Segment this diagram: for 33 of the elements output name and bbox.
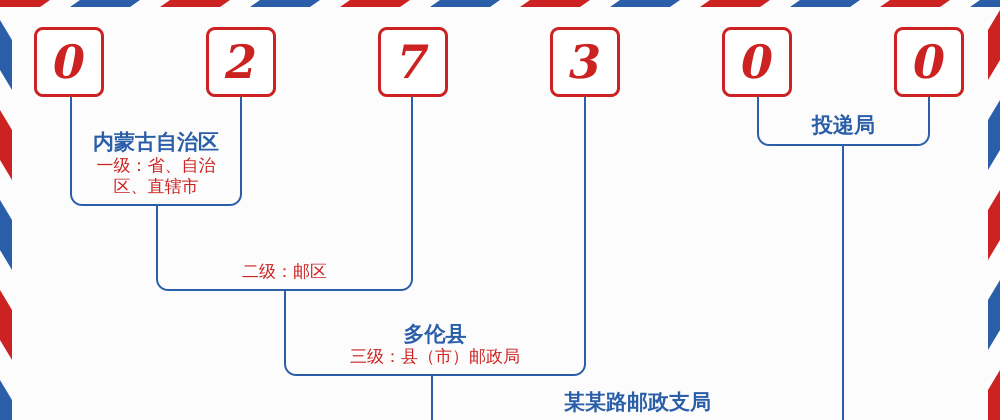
connector-line [70,97,72,110]
bracket-frame [757,105,930,146]
digit: 0 [740,39,773,85]
connector-line [156,206,158,245]
office-name: 某某路邮政支局 [564,389,711,416]
digit-box [34,27,104,97]
level-note: 二级：邮区 [242,262,327,283]
digit: 0 [912,39,945,85]
digit: 0 [52,39,85,85]
connector-line [411,97,413,245]
digit: 3 [568,39,601,85]
digit: 2 [224,39,257,85]
bracket-frame [70,110,242,206]
level-note: 三级：县（市）邮政局 [350,346,520,368]
bracket-frame [156,245,413,291]
connector-line [584,97,586,305]
digit-box [206,27,276,97]
digit-box [894,27,964,97]
office-name: 投递局 [812,112,875,138]
digit-box [378,27,448,97]
connector-line [284,291,286,305]
office-name: 多伦县 [404,320,466,347]
bracket-frame [284,305,586,376]
connector-line [757,97,759,105]
office-name: 内蒙古自治区 [93,129,219,156]
digit-box [550,27,620,97]
connector-line [240,97,242,110]
connector-line [842,146,844,385]
connector-line [431,376,433,385]
connector-line [928,97,930,105]
digit-box [722,27,792,97]
level-note: 一级：省、自治区、直辖市 [96,156,216,198]
digit: 7 [396,39,429,85]
